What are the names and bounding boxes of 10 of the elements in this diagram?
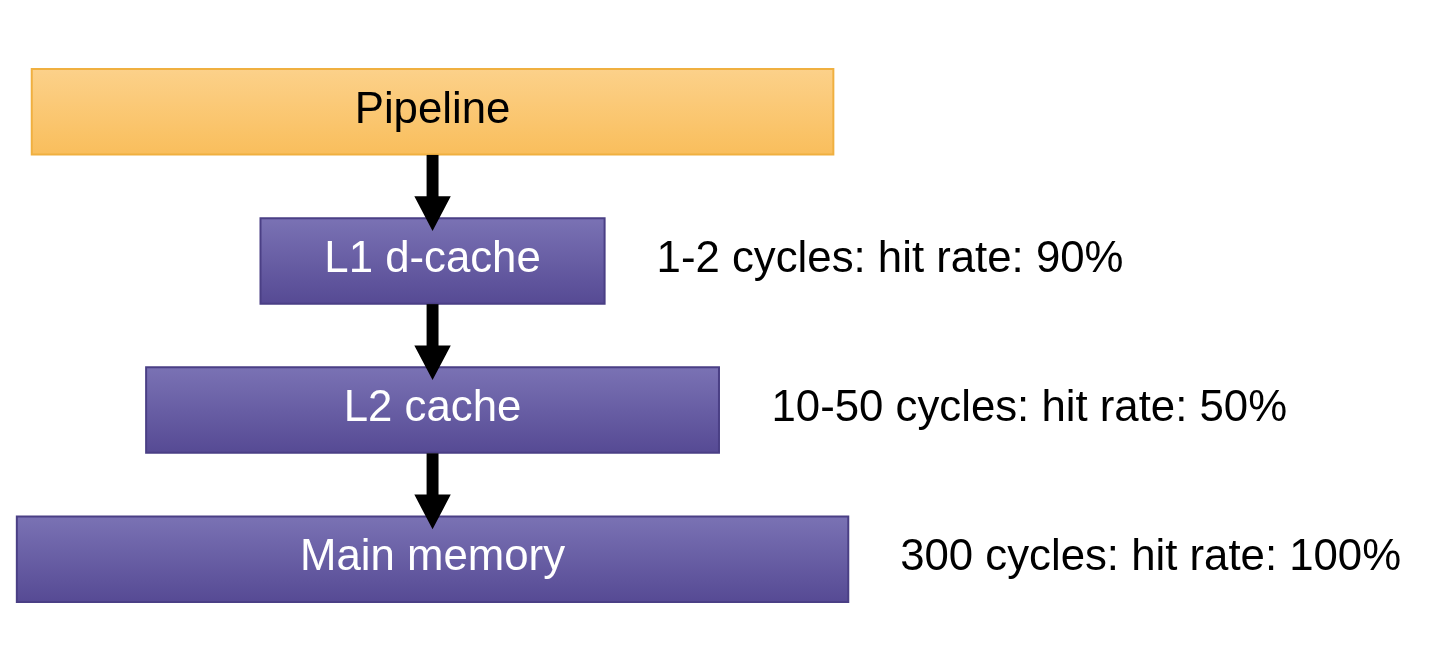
- node-label: 300 cycles: hit rate: 100%: [900, 529, 1402, 579]
- node-label: 1-2 cycles: hit rate: 90%: [656, 231, 1124, 281]
- node-label: 10-50 cycles: hit rate: 50%: [771, 380, 1288, 430]
- node-box: Main memory: [15, 515, 850, 603]
- node-box: L2 cache: [145, 365, 720, 454]
- arrow: [414, 452, 451, 529]
- arrow: [414, 154, 451, 231]
- node-box: Pipeline: [30, 67, 835, 155]
- arrow: [414, 303, 451, 380]
- node-box: L1 d-cache: [259, 216, 606, 305]
